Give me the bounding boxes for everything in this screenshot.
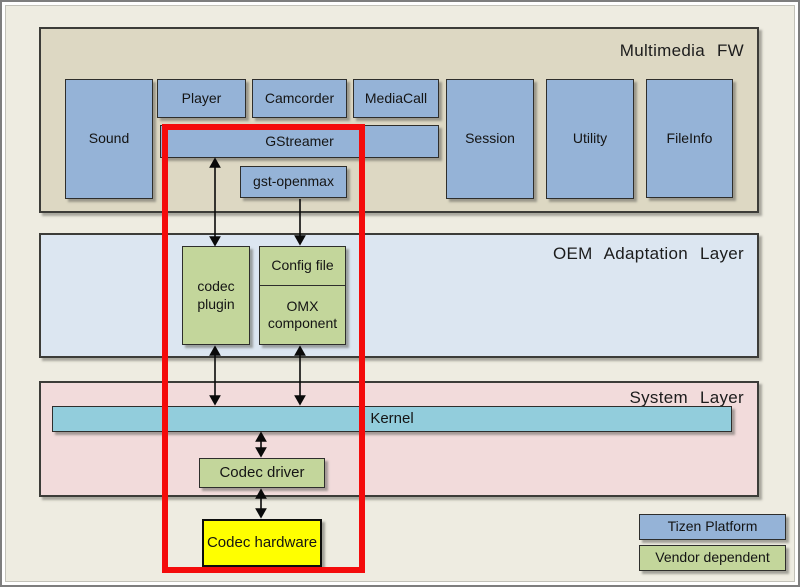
layer-system: System Layer — [39, 381, 759, 497]
layer-multimedia-fw: Multimedia FW — [39, 27, 759, 213]
legend-tizen-platform: Tizen Platform — [639, 514, 786, 540]
layer-title-multimedia-fw: Multimedia FW — [619, 41, 744, 60]
layer-title-system: System Layer — [629, 388, 744, 407]
node-config-omx-group: Config file OMX component — [259, 246, 346, 345]
node-codec-hardware: Codec hardware — [202, 519, 322, 567]
node-gstreamer: GStreamer — [160, 125, 439, 158]
layer-oem-adaptation: OEM Adaptation Layer — [39, 233, 759, 358]
legend-vendor-dependent: Vendor dependent — [639, 545, 786, 571]
node-config-file: Config file — [260, 247, 345, 286]
node-gst-openmax: gst-openmax — [240, 166, 347, 198]
node-codec-driver: Codec driver — [199, 458, 325, 488]
node-utility: Utility — [546, 79, 634, 199]
node-omx-component: OMX component — [267, 297, 338, 332]
node-fileinfo: FileInfo — [646, 79, 733, 198]
node-session: Session — [446, 79, 534, 199]
node-sound: Sound — [65, 79, 153, 199]
node-mediacall: MediaCall — [353, 79, 439, 118]
layer-title-oem-adaptation: OEM Adaptation Layer — [552, 244, 744, 263]
node-player: Player — [157, 79, 246, 118]
node-kernel: Kernel — [52, 406, 732, 432]
node-camcorder: Camcorder — [252, 79, 347, 118]
node-codec-plugin: codec plugin — [182, 246, 250, 345]
